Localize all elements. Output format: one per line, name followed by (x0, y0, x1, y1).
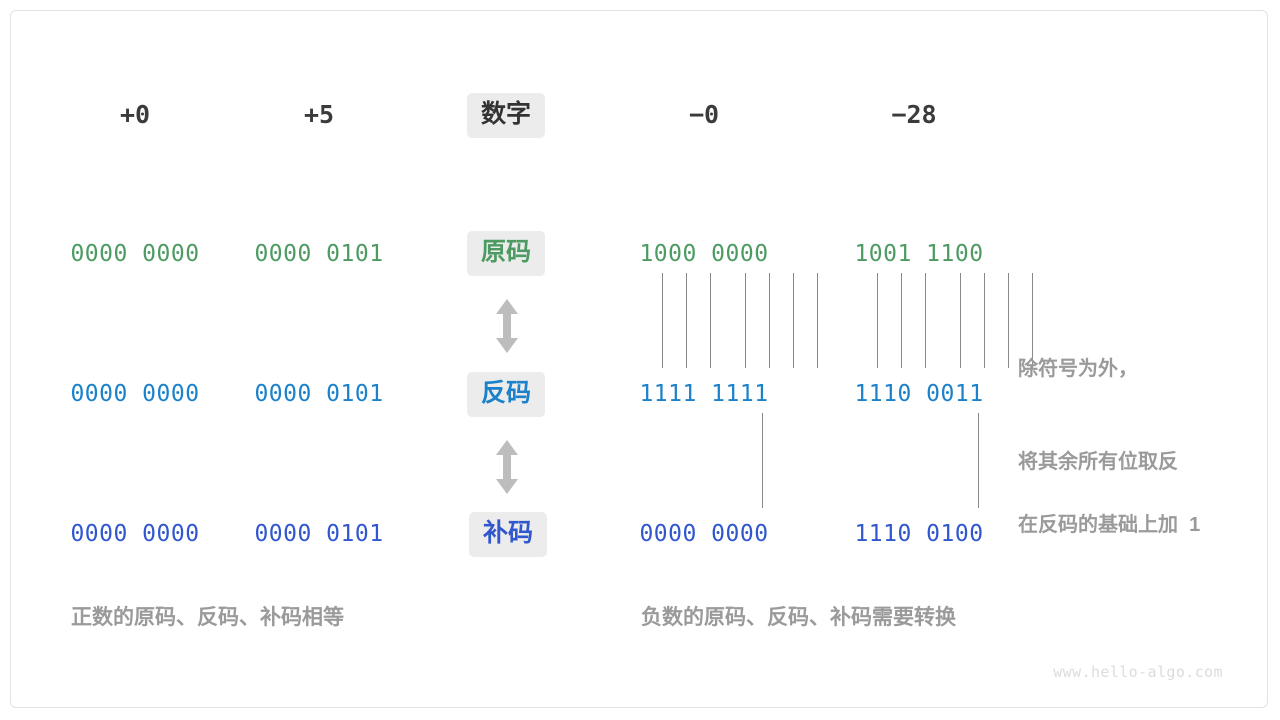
double-arrow-icon-src-to-one (494, 299, 520, 358)
row-label-ones-complement: 反码 (466, 372, 546, 417)
note-invert-bits-line2: 将其余所有位取反 (1018, 451, 1178, 473)
caption-positive: 正数的原码、反码、补码相等 (71, 606, 344, 629)
diagram-frame: +0 +5 −0 −28 数字 原码 反码 补码 0000 0000 0000 … (10, 10, 1268, 708)
value-neg28-sign-magnitude: 1001 1100 (854, 241, 984, 267)
tick-line-neg28-carry (978, 413, 979, 508)
tick-line-neg0-carry (762, 413, 763, 508)
tick-line-neg28-bit1 (877, 273, 878, 368)
value-pos5-twos-complement: 0000 0101 (254, 521, 384, 547)
value-pos0-sign-magnitude: 0000 0000 (70, 241, 200, 267)
tick-line-neg28-bit5 (984, 273, 985, 368)
row-label-twos-complement: 补码 (468, 512, 548, 557)
value-neg0-twos-complement: 0000 0000 (639, 521, 769, 547)
caption-negative: 负数的原码、反码、补码需要转换 (641, 606, 956, 629)
column-header-neg28: −28 (891, 100, 937, 129)
note-invert-bits: 除符号为外， 将其余所有位取反 (1018, 292, 1178, 540)
value-pos0-ones-complement: 0000 0000 (70, 381, 200, 407)
column-header-pos0: +0 (119, 100, 151, 129)
tick-line-neg0-bit7 (817, 273, 818, 368)
double-arrow-icon-one-to-two (494, 440, 520, 499)
tick-line-neg28-bit4 (960, 273, 961, 368)
row-label-number: 数字 (466, 93, 546, 138)
tick-line-neg0-bit5 (769, 273, 770, 368)
column-header-neg0: −0 (688, 100, 720, 129)
note-invert-bits-line1: 除符号为外， (1018, 358, 1138, 380)
value-pos0-twos-complement: 0000 0000 (70, 521, 200, 547)
value-pos5-sign-magnitude: 0000 0101 (254, 241, 384, 267)
column-header-pos5: +5 (303, 100, 335, 129)
value-neg0-sign-magnitude: 1000 0000 (639, 241, 769, 267)
note-add-one-line1: 在反码的基础上加 1 (1018, 514, 1201, 536)
tick-line-neg0-bit4 (745, 273, 746, 368)
value-neg28-twos-complement: 1110 0100 (854, 521, 984, 547)
tick-line-neg0-bit3 (710, 273, 711, 368)
tick-line-neg0-bit2 (686, 273, 687, 368)
tick-line-neg0-bit6 (793, 273, 794, 368)
tick-line-neg28-bit3 (925, 273, 926, 368)
value-neg0-ones-complement: 1111 1111 (639, 381, 769, 407)
row-label-sign-magnitude: 原码 (466, 231, 546, 276)
value-neg28-ones-complement: 1110 0011 (854, 381, 984, 407)
tick-line-neg28-bit7 (1032, 273, 1033, 368)
tick-line-neg0-bit1 (662, 273, 663, 368)
watermark: www.hello-algo.com (1053, 663, 1223, 681)
tick-line-neg28-bit6 (1008, 273, 1009, 368)
value-pos5-ones-complement: 0000 0101 (254, 381, 384, 407)
note-add-one: 在反码的基础上加 1 (1018, 448, 1200, 603)
tick-line-neg28-bit2 (901, 273, 902, 368)
